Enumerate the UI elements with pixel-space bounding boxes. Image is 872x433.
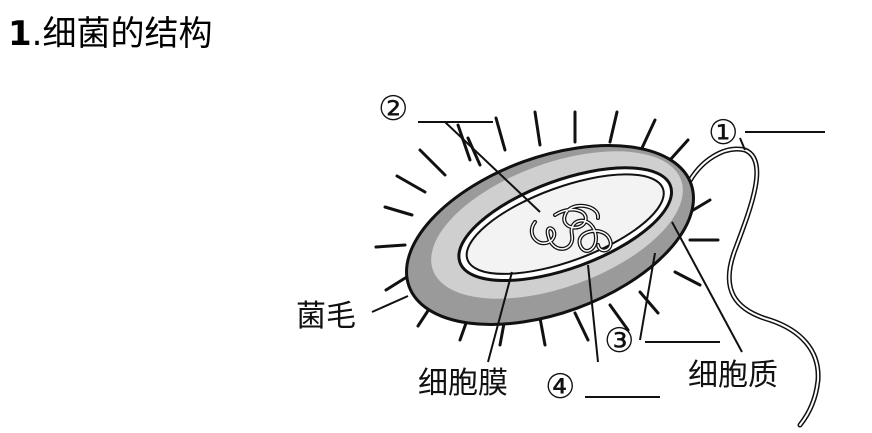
label-cytoplasm: 细胞质	[688, 358, 778, 393]
pili-group	[374, 110, 720, 347]
page-title: 1.细菌的结构	[8, 6, 212, 55]
label-cell-membrane: 细胞膜	[418, 366, 508, 401]
leader-pili	[371, 295, 409, 313]
leader-lines	[371, 121, 825, 398]
leader-1	[739, 137, 746, 151]
leader-2	[444, 121, 541, 213]
leader-4	[587, 264, 599, 363]
leader-membrane	[487, 271, 513, 363]
leader-3	[639, 252, 656, 341]
label-4: ④	[545, 367, 575, 407]
label-2: ②	[378, 89, 408, 129]
label-pili: 菌毛	[296, 299, 356, 334]
title-number: 1	[8, 14, 32, 54]
leader-cytoplasm	[671, 221, 743, 353]
label-3: ③	[604, 321, 634, 361]
label-1: ①	[708, 113, 738, 153]
title-text: 细菌的结构	[42, 14, 213, 54]
title-separator: .	[31, 14, 43, 54]
